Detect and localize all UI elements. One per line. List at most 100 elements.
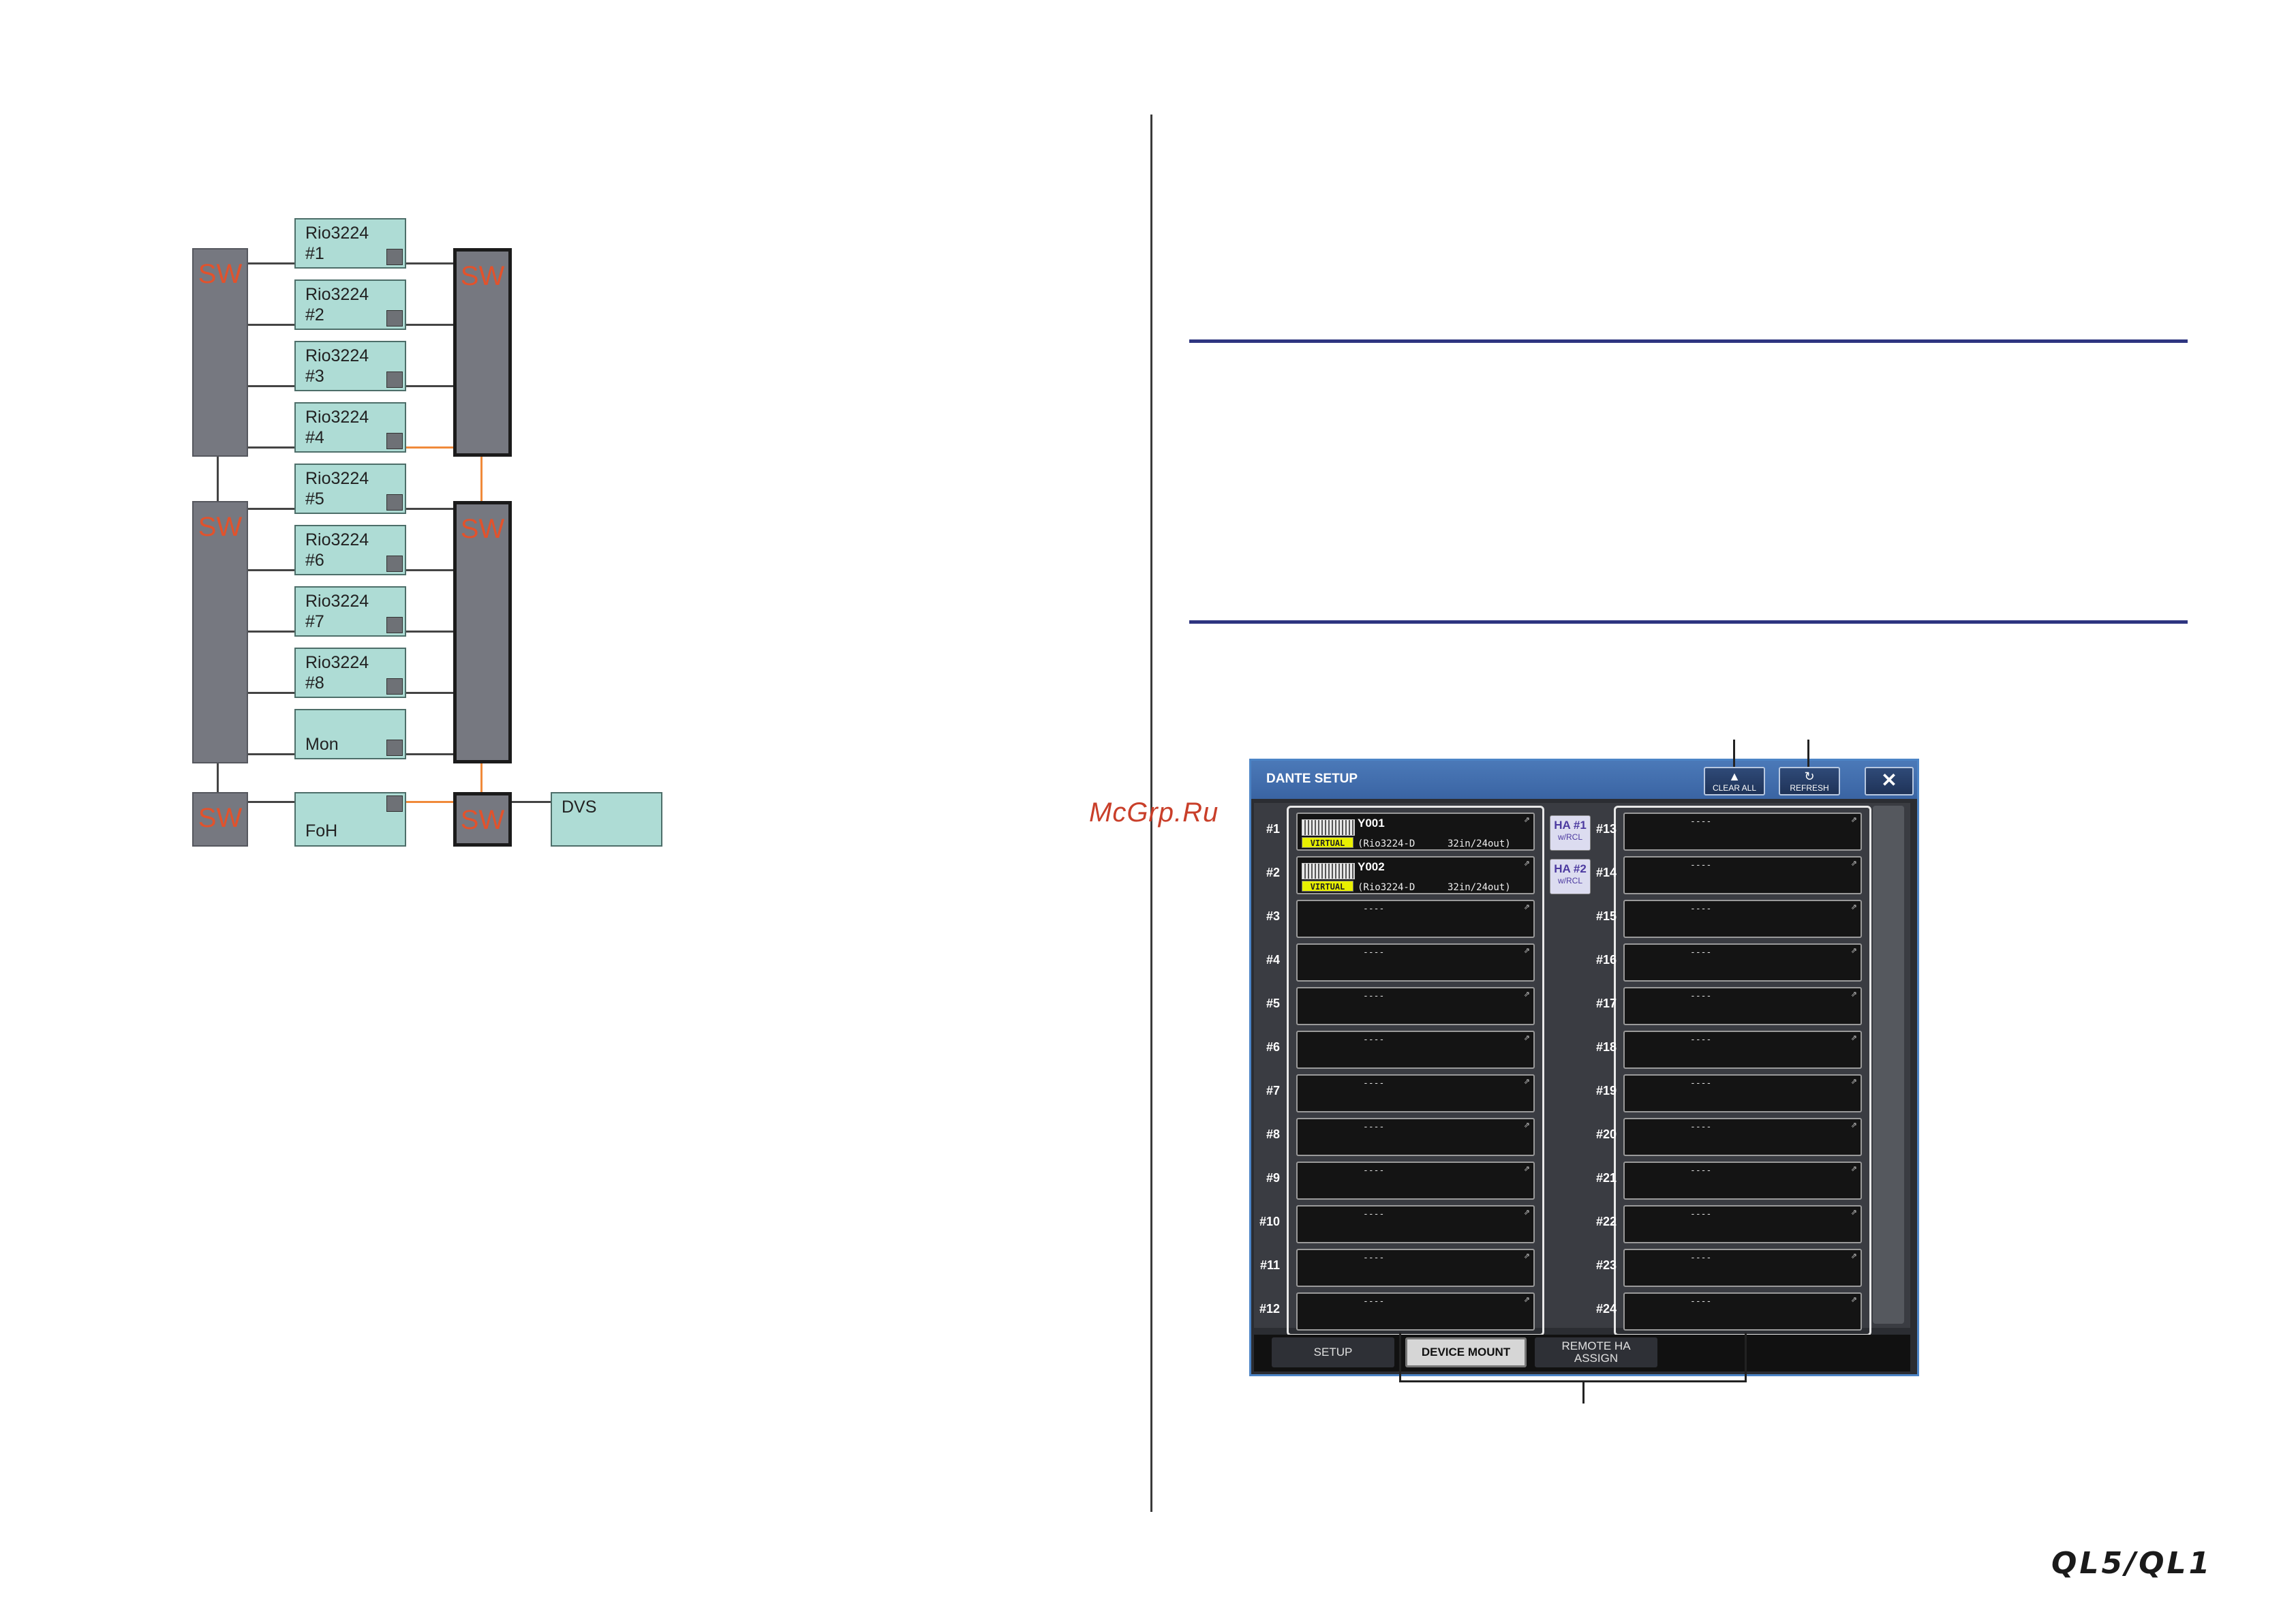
window-title: DANTE SETUP: [1266, 772, 1358, 786]
device-slot-12[interactable]: ----⇗: [1296, 1292, 1535, 1331]
device-slot-17[interactable]: ----⇗: [1623, 987, 1862, 1025]
device-slot-15[interactable]: ----⇗: [1623, 900, 1862, 938]
rio-device: Rio3224#8: [294, 648, 406, 698]
device-slot-1[interactable]: VIRTUAL Y001 (Rio3224-D 32in/24out) ⇗: [1296, 813, 1535, 851]
connector: [405, 262, 453, 264]
device-slot-8[interactable]: ----⇗: [1296, 1118, 1535, 1156]
slot-number: #6: [1266, 1040, 1280, 1054]
device-slot-18[interactable]: ----⇗: [1623, 1031, 1862, 1069]
slot-number: #9: [1266, 1171, 1280, 1185]
slot-number: #10: [1259, 1215, 1280, 1228]
link-icon: ⇗: [1850, 990, 1857, 999]
connector: [480, 762, 483, 793]
device-slot-20[interactable]: ----⇗: [1623, 1118, 1862, 1156]
device-slot-2[interactable]: VIRTUAL Y002 (Rio3224-D 32in/24out) ⇗: [1296, 856, 1535, 894]
device-slot-11[interactable]: ----⇗: [1296, 1249, 1535, 1287]
device-slot-19[interactable]: ----⇗: [1623, 1074, 1862, 1112]
connector: [480, 455, 483, 503]
connector: [247, 262, 294, 264]
title-bar: DANTE SETUP ▲ CLEAR ALL ↻ REFRESH ✕: [1251, 761, 1917, 799]
device-image: [1302, 863, 1355, 879]
column-divider: [1150, 115, 1152, 1512]
link-icon: ⇗: [1850, 1034, 1857, 1042]
device-slot-10[interactable]: ----⇗: [1296, 1205, 1535, 1243]
scrollbar[interactable]: [1873, 806, 1904, 1324]
callout-line: [1733, 740, 1735, 767]
device-slot-7[interactable]: ----⇗: [1296, 1074, 1535, 1112]
switch-right-1: SW: [453, 248, 512, 457]
device-label: Y001: [1358, 817, 1385, 830]
connector: [405, 692, 453, 694]
device-model: (Rio3224-D: [1358, 882, 1415, 893]
refresh-button[interactable]: ↻ REFRESH: [1779, 767, 1840, 795]
device-slot-24[interactable]: ----⇗: [1623, 1292, 1862, 1331]
section-rule: [1189, 620, 2188, 624]
tab-device-mount[interactable]: DEVICE MOUNT: [1405, 1337, 1527, 1367]
device-ports: 32in/24out): [1448, 838, 1511, 849]
link-icon: ⇗: [1850, 1078, 1857, 1086]
slot-number: #14: [1595, 866, 1617, 879]
device-slot-3[interactable]: ----⇗: [1296, 900, 1535, 938]
callout-bracket: [1399, 1380, 1747, 1382]
connector: [511, 801, 552, 803]
device-image: [1302, 819, 1355, 836]
clear-all-button[interactable]: ▲ CLEAR ALL: [1704, 767, 1765, 795]
slot-number: #7: [1266, 1084, 1280, 1097]
link-icon: ⇗: [1850, 860, 1857, 868]
rio-device: Rio3224#2: [294, 279, 406, 330]
link-icon: ⇗: [1850, 1209, 1857, 1217]
close-button[interactable]: ✕: [1865, 767, 1914, 795]
slot-number: #15: [1595, 909, 1617, 923]
device-ports: 32in/24out): [1448, 882, 1511, 893]
slot-number: #12: [1259, 1302, 1280, 1316]
link-icon: ⇗: [1523, 1034, 1530, 1042]
link-icon: ⇗: [1523, 1165, 1530, 1173]
device-slot-23[interactable]: ----⇗: [1623, 1249, 1862, 1287]
connector: [247, 385, 294, 387]
callout-line: [1582, 1380, 1585, 1404]
connector: [405, 446, 453, 449]
connector: [217, 455, 219, 503]
link-icon: ⇗: [1850, 816, 1857, 824]
virtual-badge: VIRTUAL: [1302, 881, 1353, 892]
slot-number: #11: [1259, 1258, 1280, 1272]
slot-number: #13: [1595, 822, 1617, 836]
product-logo: QL5/QL1: [2051, 1546, 2213, 1581]
slot-number: #19: [1595, 1084, 1617, 1097]
rio-device: Rio3224#7: [294, 586, 406, 637]
device-slot-21[interactable]: ----⇗: [1623, 1162, 1862, 1200]
dante-setup-window: DANTE SETUP ▲ CLEAR ALL ↻ REFRESH ✕ #1 #…: [1249, 759, 1919, 1376]
device-slot-22[interactable]: ----⇗: [1623, 1205, 1862, 1243]
device-slot-13[interactable]: ----⇗: [1623, 813, 1862, 851]
device-slot-5[interactable]: ----⇗: [1296, 987, 1535, 1025]
switch-left-3: SW: [192, 792, 248, 847]
virtual-badge: VIRTUAL: [1302, 837, 1353, 848]
device-slot-16[interactable]: ----⇗: [1623, 943, 1862, 982]
device-slot-6[interactable]: ----⇗: [1296, 1031, 1535, 1069]
callout-line: [1807, 740, 1809, 767]
link-icon: ⇗: [1850, 1252, 1857, 1260]
slot-number: #1: [1266, 822, 1280, 836]
link-icon: ⇗: [1850, 1165, 1857, 1173]
switch-left-2: SW: [192, 501, 248, 763]
dvs-device: DVS: [551, 792, 662, 847]
switch-right-3: SW: [453, 792, 512, 847]
device-slot-9[interactable]: ----⇗: [1296, 1162, 1535, 1200]
link-icon: ⇗: [1523, 816, 1530, 824]
connector: [247, 508, 294, 510]
slot-number: #4: [1266, 953, 1280, 967]
device-slot-4[interactable]: ----⇗: [1296, 943, 1535, 982]
rio-device: Rio3224#5: [294, 464, 406, 514]
device-slot-14[interactable]: ----⇗: [1623, 856, 1862, 894]
connector: [405, 753, 453, 755]
tab-setup[interactable]: SETUP: [1272, 1337, 1394, 1367]
link-icon: ⇗: [1850, 1296, 1857, 1304]
connector: [405, 508, 453, 510]
link-icon: ⇗: [1523, 947, 1530, 955]
connector: [405, 801, 453, 803]
connector: [405, 385, 453, 387]
